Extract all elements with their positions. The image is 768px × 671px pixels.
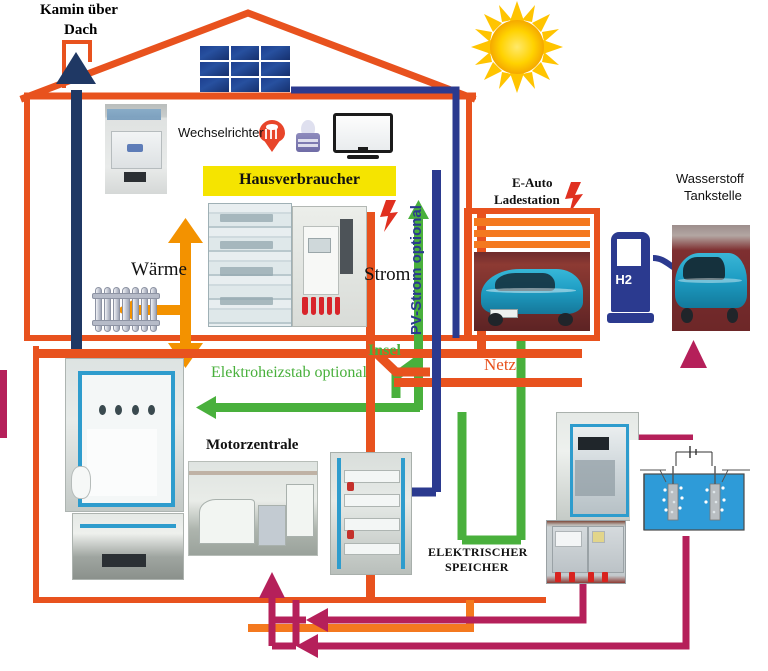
pv-dc-line — [291, 86, 460, 338]
control-rack-photo — [208, 203, 292, 327]
monitor-icon — [333, 113, 393, 159]
heat-station-photo — [65, 358, 184, 512]
netz-label: Netz — [484, 355, 517, 374]
hydrogen-flow-lines — [0, 340, 707, 658]
wasserstoff-label-line1: Wasserstoff — [676, 171, 744, 186]
battery-cabinet-photo — [330, 452, 412, 575]
radiator-icon — [92, 287, 160, 332]
strom-label: Strom — [364, 264, 411, 285]
e-auto-label-line2: Ladestation — [494, 192, 560, 207]
chimney-icon — [62, 40, 92, 88]
hausverbraucher-banner — [203, 166, 396, 196]
washing-machine-icon — [296, 118, 320, 152]
hybrid-inverter-photo — [105, 104, 167, 194]
insel-label: Insel — [368, 342, 401, 359]
elektroheizstab-optional-label: Elektroheizstab optional — [211, 364, 367, 381]
electrolyzer-cabinet-photo — [546, 520, 626, 584]
hydrogen-car-photo — [672, 225, 750, 331]
electrolyzer-control-photo — [556, 412, 639, 521]
waerme-label: Wärme — [131, 259, 187, 280]
hausverbraucher-label: Hausverbraucher — [239, 171, 360, 188]
lamp-icon — [259, 120, 285, 152]
wasserstoff-label-line2: Tankstelle — [684, 188, 742, 203]
kamin-label-line2: Dach — [64, 22, 98, 38]
hydrogen-pump-icon: H2 — [607, 228, 659, 323]
pv-strom-optional-label: PV-Strom optional — [407, 205, 425, 336]
electric-car-photo — [474, 252, 590, 331]
kamin-label-line1: Kamin über — [40, 2, 118, 18]
solar-panel-icon — [200, 46, 290, 92]
ev-charger-box — [464, 208, 600, 341]
h2-label: H2 — [615, 271, 632, 287]
house-roof — [19, 9, 477, 103]
engine-room-photo — [188, 461, 318, 556]
lightning-bolt-icon — [380, 200, 398, 232]
electrolysis-schematic — [630, 440, 758, 536]
heat-station-lower-photo — [72, 513, 184, 580]
lightning-bolt-icon — [565, 182, 583, 214]
sun-icon — [471, 1, 563, 93]
wechselrichter-label: Wechselrichter — [178, 125, 264, 140]
e-auto-label-line1: E-Auto — [512, 175, 553, 190]
elektrischer-speicher-label-line1: ELEKTRISCHER — [428, 545, 528, 559]
chimney-exhaust-arrow — [56, 52, 96, 360]
motorzentrale-label: Motorzentrale — [206, 437, 299, 453]
electric-meter-panel-photo — [292, 206, 367, 327]
elektrischer-speicher-label-line2: SPEICHER — [445, 560, 509, 574]
